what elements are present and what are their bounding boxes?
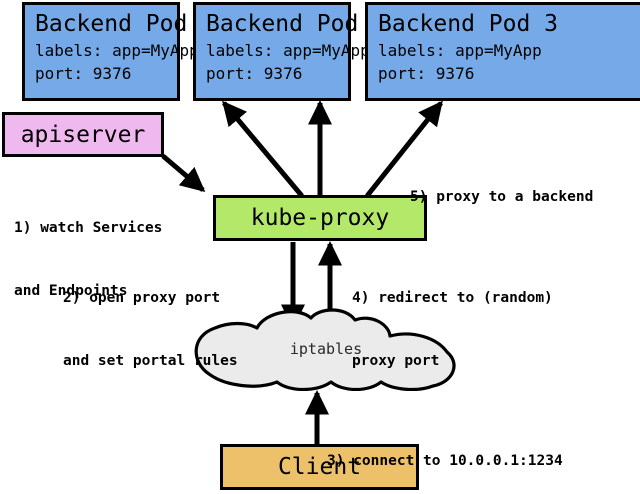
node-kube-proxy[interactable]: kube-proxy (213, 195, 427, 241)
step-4-line-2: proxy port (352, 353, 440, 369)
step-2-line-2: and set portal rules (63, 353, 238, 369)
pod-3-labels: labels: app=MyApp (378, 41, 542, 60)
step-5-label: 5) proxy to a backend (410, 145, 593, 250)
pod-2-labels: labels: app=MyApp (206, 41, 370, 60)
pod-2-title: Backend Pod 2 (206, 11, 387, 37)
node-apiserver[interactable]: apiserver (2, 112, 164, 157)
edge-kubeproxy-to-pod-1 (222, 100, 304, 198)
iptables-label: iptables (289, 340, 363, 358)
node-iptables-cloud[interactable] (185, 306, 467, 392)
step-1-label: 1) watch Services and Endpoints (14, 176, 162, 344)
node-backend-pod-2[interactable]: Backend Pod 2 labels: app=MyApp port: 93… (193, 2, 387, 101)
edge-apiserver-to-kubeproxy (161, 154, 206, 192)
pod-3-port: port: 9376 (378, 64, 475, 83)
step-4-line-1: 4) redirect to (random) (352, 290, 553, 306)
pod-1-labels: labels: app=MyApp (35, 41, 199, 60)
apiserver-label: apiserver (20, 121, 146, 148)
node-backend-pod-3[interactable]: Backend Pod 3 labels: app=MyApp port: 93… (365, 2, 640, 101)
step-5-line-1: 5) proxy to a backend (410, 189, 594, 205)
step-2-label: 2) open proxy port and set portal rules (63, 246, 238, 414)
client-label: Client (277, 454, 362, 480)
step-3-label: 3) connect to 10.0.0.1:1234 (327, 409, 563, 494)
pod-1-port: port: 9376 (35, 64, 132, 83)
node-client[interactable]: Client (220, 444, 419, 490)
pod-3-title: Backend Pod 3 (378, 11, 559, 37)
step-1-line-1: 1) watch Services (14, 220, 163, 236)
pod-2-port: port: 9376 (206, 64, 303, 83)
step-3-line-1: 3) connect to 10.0.0.1:1234 (327, 453, 563, 469)
cloud-shape (194, 308, 456, 392)
pod-1-title: Backend Pod 1 (35, 11, 216, 37)
step-4-label: 4) redirect to (random) proxy port (352, 246, 553, 414)
step-2-line-1: 2) open proxy port (63, 290, 221, 306)
step-1-line-2: and Endpoints (14, 283, 128, 299)
kube-proxy-label: kube-proxy (250, 205, 390, 231)
node-backend-pod-1[interactable]: Backend Pod 1 labels: app=MyApp port: 93… (22, 2, 216, 101)
